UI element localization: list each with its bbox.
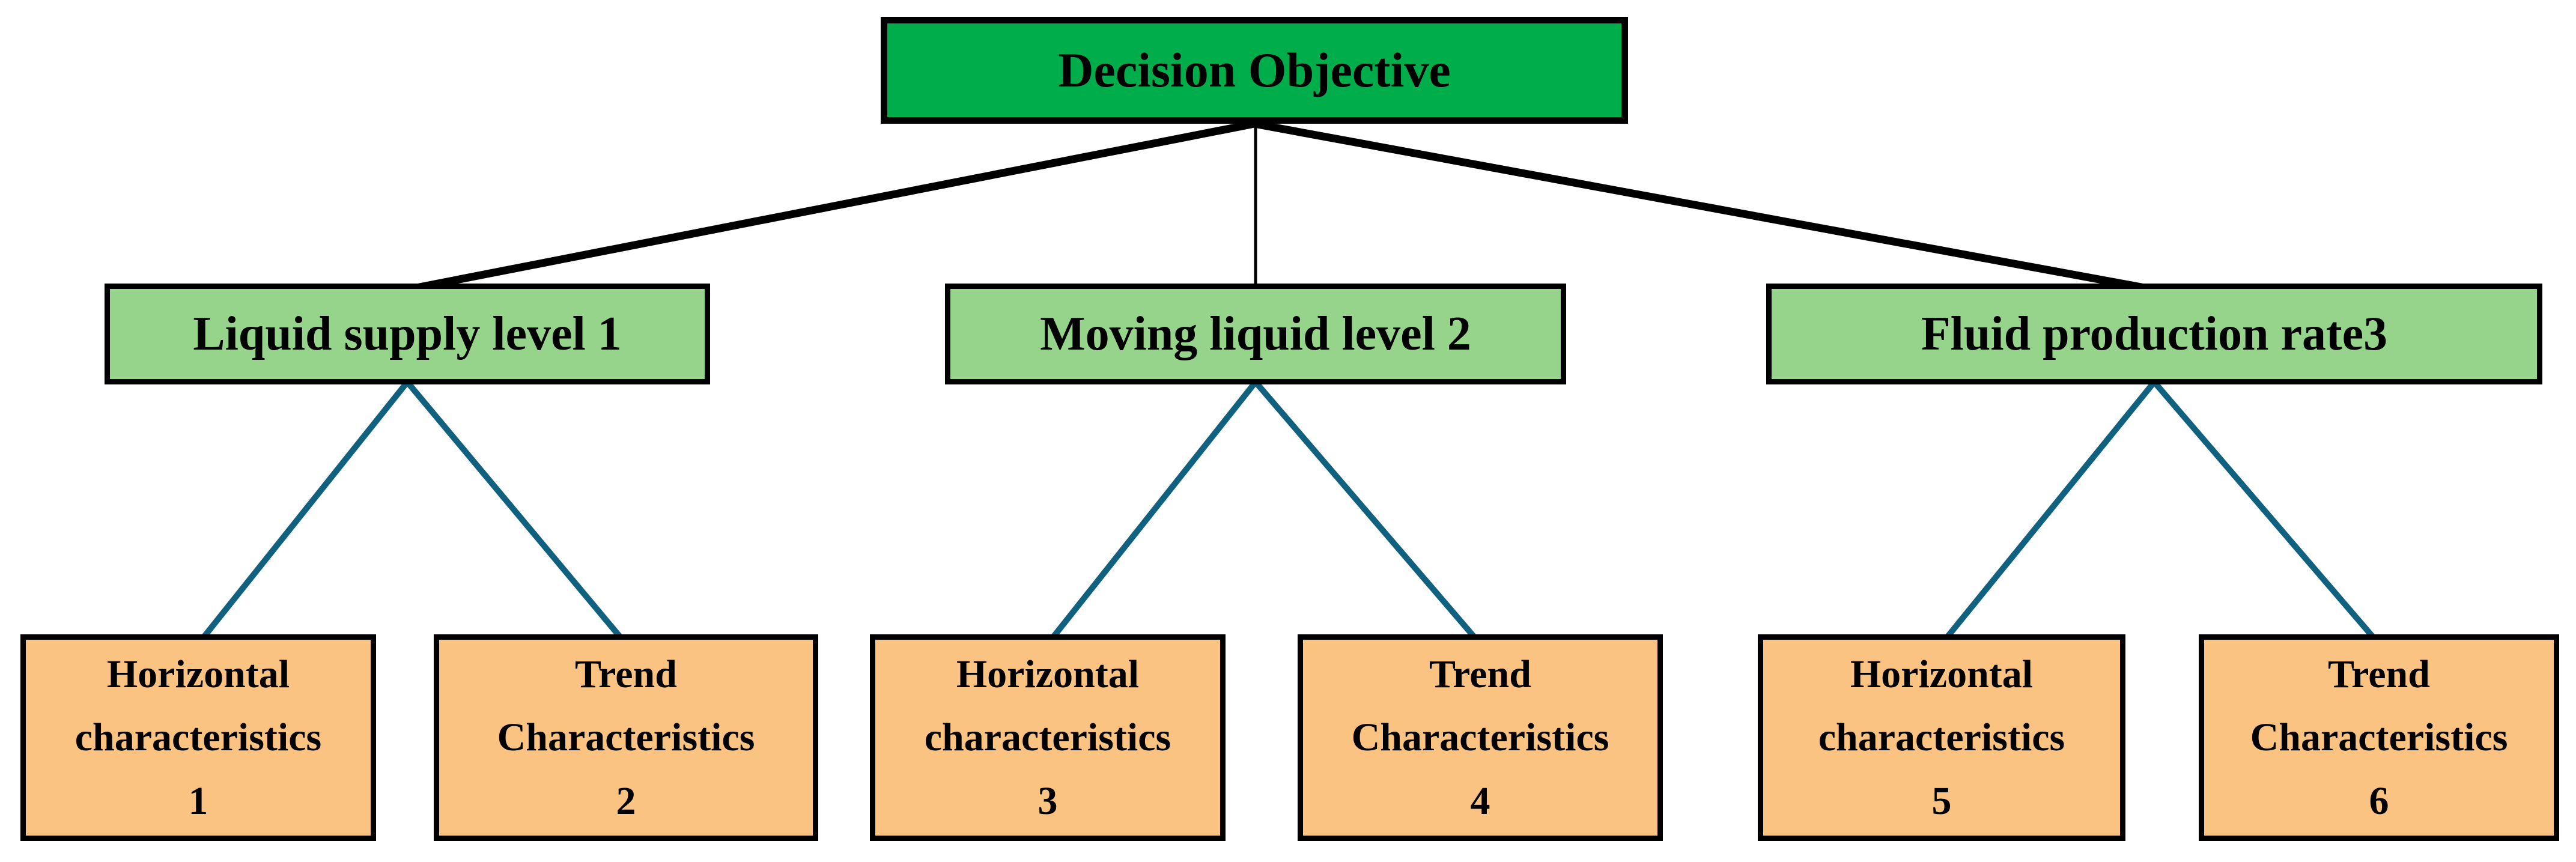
- characteristic-label-line: Trend: [2328, 652, 2430, 696]
- characteristic-label-line: characteristics: [924, 715, 1171, 760]
- characteristic-label-line: Characteristics: [1351, 715, 1609, 760]
- characteristic-number: 6: [2369, 779, 2389, 823]
- criterion-node-liquid-supply-level: Liquid supply level 1: [105, 284, 710, 384]
- link-criterion-1-to-characteristic-1: [196, 380, 410, 646]
- characteristic-node-4: Trend Characteristics 4: [1298, 634, 1663, 841]
- characteristic-node-6: Trend Characteristics 6: [2199, 634, 2559, 841]
- criterion-node-fluid-production-rate: Fluid production rate3: [1766, 284, 2542, 384]
- criterion-label: Liquid supply level 1: [193, 307, 622, 360]
- characteristic-label-line: Trend: [575, 652, 677, 696]
- link-criterion-2-to-characteristic-3: [1045, 380, 1258, 646]
- characteristic-number: 4: [1470, 779, 1490, 823]
- characteristic-node-1: Horizontal characteristics 1: [20, 634, 376, 841]
- characteristic-number: 2: [616, 779, 636, 823]
- criterion-label: Fluid production rate3: [1921, 307, 2388, 360]
- characteristic-label-line: Characteristics: [497, 715, 755, 760]
- characteristic-label-line: characteristics: [1818, 715, 2065, 760]
- link-criterion-1-to-characteristic-2: [405, 380, 628, 646]
- link-criterion-3-to-characteristic-6: [2152, 380, 2381, 646]
- link-criterion-3-to-characteristic-5: [1939, 380, 2157, 646]
- characteristic-number: 1: [188, 779, 208, 823]
- link-root-to-criterion-1: [406, 120, 1256, 294]
- root-node-decision-objective: Decision Objective: [881, 17, 1628, 124]
- characteristic-number: 3: [1037, 779, 1058, 823]
- characteristic-label-line: Trend: [1429, 652, 1531, 696]
- characteristic-label-line: Horizontal: [1850, 652, 2034, 696]
- characteristic-label-line: Horizontal: [956, 652, 1140, 696]
- characteristic-label-line: characteristics: [74, 715, 322, 760]
- characteristic-number: 5: [1931, 779, 1952, 823]
- characteristic-node-2: Trend Characteristics 2: [434, 634, 818, 841]
- link-root-to-criterion-3: [1253, 120, 2155, 294]
- link-criterion-2-to-characteristic-4: [1253, 380, 1483, 646]
- criterion-label: Moving liquid level 2: [1040, 307, 1471, 360]
- root-node-label: Decision Objective: [1058, 43, 1451, 97]
- characteristic-label-line: Horizontal: [106, 652, 290, 696]
- characteristic-node-3: Horizontal characteristics 3: [870, 634, 1226, 841]
- characteristic-node-5: Horizontal characteristics 5: [1758, 634, 2125, 841]
- characteristic-label-line: Characteristics: [2250, 715, 2508, 760]
- criterion-node-moving-liquid-level: Moving liquid level 2: [945, 284, 1566, 384]
